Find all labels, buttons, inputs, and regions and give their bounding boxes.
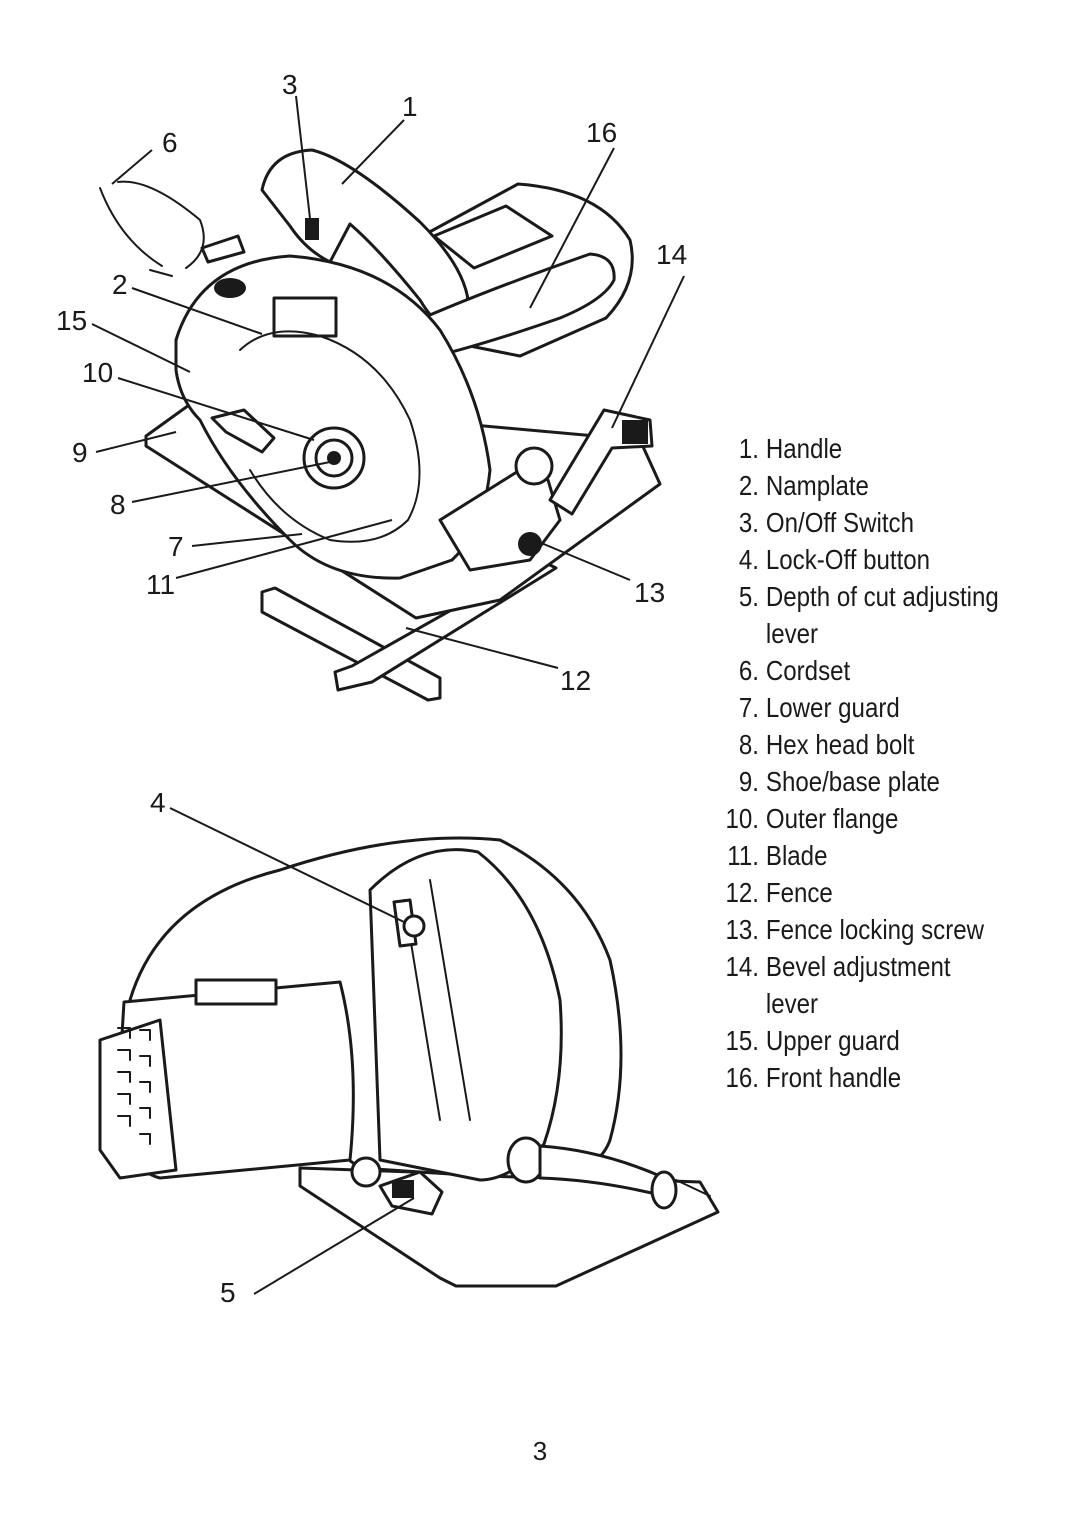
- part-number: 7.: [738, 692, 759, 723]
- callout-16: 16: [586, 117, 617, 148]
- callout-9: 9: [72, 437, 88, 468]
- part-name: Lock-Off button: [765, 544, 931, 575]
- part-name: On/Off Switch: [765, 507, 914, 538]
- parts-legend-list: 1.Handle 2.Namplate 3.On/Off Switch 4.Lo…: [716, 430, 1008, 1096]
- part-name: Namplate: [765, 470, 869, 501]
- callout-leader-lines: [91, 95, 685, 1295]
- page-number: 3: [532, 1436, 548, 1466]
- part-number: 2.: [738, 470, 759, 501]
- parts-legend-item: 7.Lower guard: [716, 689, 1008, 726]
- part-name: Handle: [765, 433, 843, 464]
- callout-6: 6: [162, 127, 178, 158]
- part-name: Cordset: [765, 655, 851, 686]
- callout-15: 15: [56, 305, 87, 336]
- part-name: Shoe/base plate: [765, 766, 940, 797]
- part-name: Fence locking screw: [765, 914, 985, 945]
- part-number: 3.: [738, 507, 759, 538]
- callout-11: 11: [146, 569, 175, 600]
- callout-1: 1: [402, 91, 418, 122]
- parts-legend-item: 12.Fence: [716, 874, 1008, 911]
- part-name: Upper guard: [765, 1025, 900, 1056]
- part-number: 11.: [727, 840, 759, 871]
- part-name: Hex head bolt: [765, 729, 915, 760]
- part-number: 14.: [725, 951, 759, 982]
- part-number: 13.: [725, 914, 759, 945]
- parts-legend-item: 11.Blade: [716, 837, 1008, 874]
- callout-8: 8: [110, 489, 126, 520]
- parts-legend-item: 8.Hex head bolt: [716, 726, 1008, 763]
- parts-legend-item: 15.Upper guard: [716, 1022, 1008, 1059]
- saw-perspective-drawing: [99, 148, 662, 702]
- part-number: 15.: [725, 1025, 759, 1056]
- part-number: 10.: [725, 803, 759, 834]
- part-name: Fence: [765, 877, 833, 908]
- parts-legend-item: 2.Namplate: [716, 467, 1008, 504]
- parts-legend-item: 4.Lock-Off button: [716, 541, 1008, 578]
- parts-legend-item: 9.Shoe/base plate: [716, 763, 1008, 800]
- part-number: 6.: [738, 655, 759, 686]
- part-number: 1.: [738, 433, 759, 464]
- part-number: 8.: [738, 729, 759, 760]
- callout-12: 12: [560, 665, 591, 696]
- callout-13: 13: [634, 577, 665, 608]
- part-number: 12.: [725, 877, 759, 908]
- part-number: 4.: [738, 544, 759, 575]
- callout-2: 2: [112, 269, 128, 300]
- part-number: 16.: [725, 1062, 759, 1093]
- callout-10: 10: [82, 357, 113, 388]
- part-name: Bevel adjustment lever: [765, 951, 951, 1019]
- parts-legend-item: 6.Cordset: [716, 652, 1008, 689]
- part-name: Blade: [765, 840, 828, 871]
- callout-3: 3: [282, 69, 298, 100]
- part-name: Front handle: [765, 1062, 902, 1093]
- parts-legend-item: 14.Bevel adjustment lever: [716, 948, 1008, 1022]
- parts-legend-item: 3.On/Off Switch: [716, 504, 1008, 541]
- part-number: 9.: [738, 766, 759, 797]
- callout-numbers: 3 1 16 6 14 2 15 10 9 8 7 11 13 12 4 5: [56, 69, 687, 1308]
- part-number: 5.: [738, 581, 759, 612]
- callout-14: 14: [656, 239, 687, 270]
- parts-legend-item: 5.Depth of cut adjusting lever: [716, 578, 1008, 652]
- part-name: Outer flange: [765, 803, 899, 834]
- part-name: Lower guard: [765, 692, 900, 723]
- parts-legend-item: 16.Front handle: [716, 1059, 1008, 1096]
- parts-legend-item: 13.Fence locking screw: [716, 911, 1008, 948]
- part-name: Depth of cut adjusting lever: [765, 581, 999, 649]
- saw-rear-view-drawing: [98, 836, 720, 1288]
- callout-5: 5: [220, 1277, 236, 1308]
- callout-7: 7: [168, 531, 184, 562]
- parts-legend-item: 10.Outer flange: [716, 800, 1008, 837]
- callout-4: 4: [150, 787, 166, 818]
- parts-legend-item: 1.Handle: [716, 430, 1008, 467]
